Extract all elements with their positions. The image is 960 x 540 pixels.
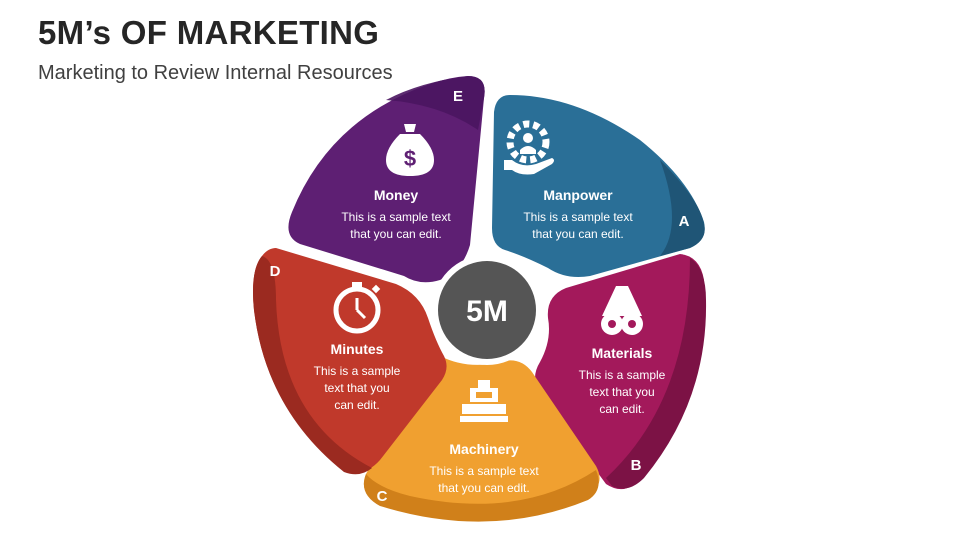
materials-pipes-icon <box>601 286 643 335</box>
segment-materials-desc-3: can edit. <box>599 402 644 416</box>
segment-minutes-desc-2: text that you <box>324 381 389 395</box>
svg-text:$: $ <box>404 146 416 171</box>
segment-machinery-desc-1: This is a sample text <box>429 464 539 478</box>
hub: 5M <box>432 255 542 365</box>
segment-machinery-letter: C <box>377 488 388 505</box>
segment-materials-letter: B <box>631 457 642 474</box>
segment-materials-name: Materials <box>592 345 653 361</box>
page-title: 5M’s OF MARKETING <box>38 14 380 51</box>
segment-manpower-desc-1: This is a sample text <box>523 210 633 224</box>
stopwatch-icon <box>333 282 381 334</box>
segment-money-desc-1: This is a sample text <box>341 210 451 224</box>
segment-materials: Materials This is a sample text that you… <box>535 254 707 490</box>
segment-materials-desc-2: text that you <box>589 385 654 399</box>
segment-machinery-name: Machinery <box>449 441 518 457</box>
manpower-gear-hand-icon <box>504 120 554 175</box>
money-bag-icon: $ <box>386 124 434 176</box>
segment-minutes: Minutes This is a sample text that you c… <box>253 248 447 475</box>
segment-manpower-letter: A <box>679 213 690 230</box>
page-subtitle: Marketing to Review Internal Resources <box>38 62 393 84</box>
segment-minutes-desc-3: can edit. <box>334 398 379 412</box>
hub-circle <box>438 261 536 359</box>
segment-minutes-name: Minutes <box>331 341 384 357</box>
segment-machinery-desc-2: that you can edit. <box>438 481 529 495</box>
hub-label: 5M <box>466 295 508 328</box>
machinery-icon <box>460 380 508 422</box>
segment-materials-desc-1: This is a sample <box>579 368 666 382</box>
segment-money-desc-2: that you can edit. <box>350 227 441 241</box>
segment-manpower: Manpower This is a sample text that you … <box>492 95 705 277</box>
segment-money-shape <box>288 76 485 283</box>
segment-minutes-letter: D <box>270 263 281 280</box>
segment-manpower-name: Manpower <box>543 187 613 203</box>
segment-minutes-desc-1: This is a sample <box>314 364 401 378</box>
segment-manpower-desc-2: that you can edit. <box>532 227 623 241</box>
segment-money: $ Money This is a sample text that you c… <box>288 76 485 283</box>
segment-money-letter: E <box>453 88 463 105</box>
segment-money-name: Money <box>374 187 419 203</box>
segment-machinery: Machinery This is a sample text that you… <box>363 355 600 522</box>
